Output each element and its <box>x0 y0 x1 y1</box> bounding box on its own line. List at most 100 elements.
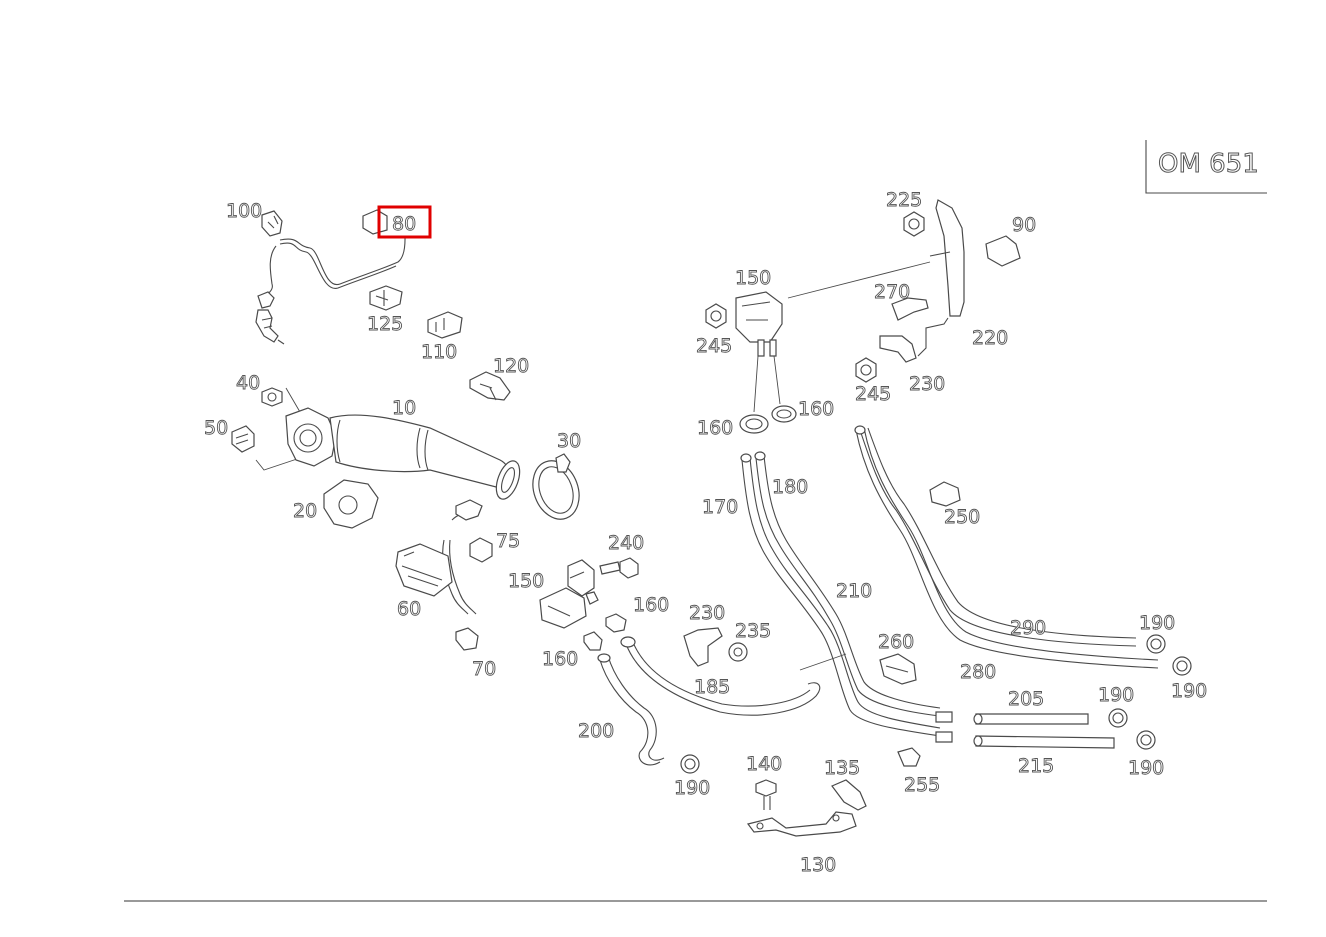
part-110-clip[interactable] <box>427 311 463 339</box>
exhaust-temp-sensor[interactable] <box>255 291 285 345</box>
label-160-upper-b[interactable]: 160 <box>798 398 835 421</box>
part-255-clip[interactable] <box>897 747 921 767</box>
label-240[interactable]: 240 <box>608 532 645 555</box>
part-190-clamp-d[interactable] <box>1108 708 1128 728</box>
label-200[interactable]: 200 <box>578 720 615 743</box>
label-125[interactable]: 125 <box>367 313 404 336</box>
label-120[interactable]: 120 <box>493 355 530 378</box>
label-180[interactable]: 180 <box>772 476 809 499</box>
part-80-connector[interactable] <box>362 209 388 235</box>
label-40[interactable]: 40 <box>236 372 261 395</box>
part-240-bolt[interactable] <box>599 557 639 579</box>
part-160-clamp-lower-a[interactable] <box>605 613 627 633</box>
part-190-clamp-b[interactable] <box>1146 634 1166 654</box>
part-100-connector[interactable] <box>261 210 283 237</box>
part-90-clip[interactable] <box>985 235 1021 267</box>
part-190-clamp-e[interactable] <box>1136 730 1156 750</box>
part-140-bolt[interactable] <box>755 779 777 810</box>
part-245-nut-a[interactable] <box>705 303 727 329</box>
label-230-lower[interactable]: 230 <box>689 602 726 625</box>
part-260-clip[interactable] <box>879 653 917 685</box>
label-190-b[interactable]: 190 <box>1139 612 1176 635</box>
part-245-nut-b[interactable] <box>855 357 877 383</box>
label-225[interactable]: 225 <box>886 189 923 212</box>
part-180-hose[interactable] <box>755 455 941 717</box>
part-60-pressure-sensor[interactable] <box>395 543 453 597</box>
part-10-dpf[interactable] <box>285 407 524 502</box>
part-160-clamp-upper-a[interactable] <box>739 414 769 434</box>
label-75[interactable]: 75 <box>496 530 521 553</box>
label-20[interactable]: 20 <box>293 500 318 523</box>
label-190-e[interactable]: 190 <box>1128 757 1165 780</box>
label-230-upper[interactable]: 230 <box>909 373 946 396</box>
part-190-clamp-a[interactable] <box>680 754 700 774</box>
label-160-lower-b[interactable]: 160 <box>542 648 579 671</box>
part-170-hose[interactable] <box>741 457 941 737</box>
label-190-c[interactable]: 190 <box>1171 680 1208 703</box>
part-250-clip[interactable] <box>929 481 961 507</box>
part-190-clamp-c[interactable] <box>1172 656 1192 676</box>
label-245-b[interactable]: 245 <box>855 383 892 406</box>
label-160-upper-a[interactable]: 160 <box>697 417 734 440</box>
part-215-pipe[interactable] <box>973 735 1115 749</box>
label-190-d[interactable]: 190 <box>1098 684 1135 707</box>
part-120-clip[interactable] <box>469 371 511 401</box>
part-200-hose[interactable] <box>599 655 665 766</box>
label-150-upper[interactable]: 150 <box>735 267 772 290</box>
label-290[interactable]: 290 <box>1010 617 1047 640</box>
part-50-stud[interactable] <box>231 425 255 453</box>
part-185-hose[interactable] <box>625 639 821 716</box>
label-130[interactable]: 130 <box>800 854 837 877</box>
label-140[interactable]: 140 <box>746 753 783 776</box>
label-280[interactable]: 280 <box>960 661 997 684</box>
label-185[interactable]: 185 <box>694 676 731 699</box>
part-230-bracket-upper[interactable] <box>879 335 917 363</box>
part-130-bracket[interactable] <box>746 811 857 837</box>
part-75-clip[interactable] <box>469 537 493 563</box>
label-70[interactable]: 70 <box>472 658 497 681</box>
part-135-clip[interactable] <box>831 779 867 811</box>
part-230-bracket-lower[interactable] <box>683 627 723 667</box>
label-80[interactable]: 80 <box>392 213 417 236</box>
label-245-a[interactable]: 245 <box>696 335 733 358</box>
part-150-sensor-lower[interactable] <box>539 559 599 629</box>
label-270[interactable]: 270 <box>874 281 911 304</box>
label-150-lower[interactable]: 150 <box>508 570 545 593</box>
label-110[interactable]: 110 <box>421 341 458 364</box>
part-270-clip[interactable] <box>891 297 929 321</box>
part-225-nut[interactable] <box>903 211 925 237</box>
label-160-lower-a[interactable]: 160 <box>633 594 670 617</box>
label-170[interactable]: 170 <box>702 496 739 519</box>
label-135[interactable]: 135 <box>824 757 861 780</box>
label-210[interactable]: 210 <box>836 580 873 603</box>
label-60[interactable]: 60 <box>397 598 422 621</box>
label-215[interactable]: 215 <box>1018 755 1055 778</box>
label-90[interactable]: 90 <box>1012 214 1037 237</box>
part-205-pipe[interactable] <box>973 713 1089 725</box>
label-50[interactable]: 50 <box>204 417 229 440</box>
harness-60-connector-top[interactable] <box>455 499 483 521</box>
label-260[interactable]: 260 <box>878 631 915 654</box>
part-30-clamp[interactable] <box>525 453 587 526</box>
part-40-nut[interactable] <box>261 387 283 407</box>
part-160-clamp-lower-b[interactable] <box>583 631 603 651</box>
label-250[interactable]: 250 <box>944 506 981 529</box>
label-190-a[interactable]: 190 <box>674 777 711 800</box>
label-235[interactable]: 235 <box>735 620 772 643</box>
label-30[interactable]: 30 <box>557 430 582 453</box>
part-280-hose[interactable] <box>855 427 1159 669</box>
label-255[interactable]: 255 <box>904 774 941 797</box>
part-125-clip[interactable] <box>369 285 403 311</box>
label-100[interactable]: 100 <box>226 200 263 223</box>
part-290-hose[interactable] <box>859 427 1137 647</box>
label-10[interactable]: 10 <box>392 397 417 420</box>
part-70-clip[interactable] <box>455 627 479 651</box>
part-220-bracket[interactable] <box>917 199 965 357</box>
part-235-nut[interactable] <box>728 642 748 662</box>
part-20-gasket[interactable] <box>323 479 379 529</box>
part-150-sensor-upper[interactable] <box>735 291 783 357</box>
part-160-clamp-upper-b[interactable] <box>771 405 797 423</box>
label-220[interactable]: 220 <box>972 327 1009 350</box>
label-205[interactable]: 205 <box>1008 688 1045 711</box>
leader-150-bracket <box>787 261 931 299</box>
